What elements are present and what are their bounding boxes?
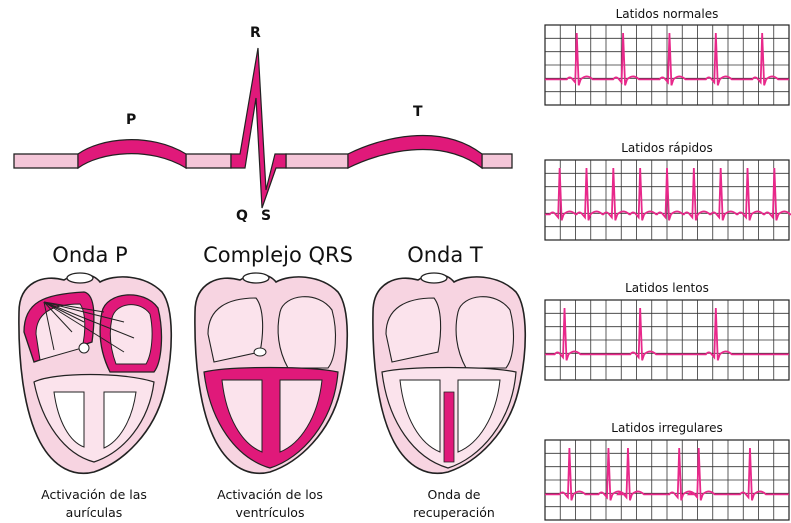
- ecg-strip: [545, 25, 789, 105]
- caption-line: Activación de las: [14, 486, 174, 504]
- caption-line: Onda de: [374, 486, 534, 504]
- caption-line: Activación de los: [190, 486, 350, 504]
- t-wave-label: T: [413, 104, 423, 120]
- r-wave-label: R: [250, 25, 261, 41]
- s-wave-label: S: [261, 208, 271, 224]
- strip-title-slow: Latidos lentos: [545, 281, 789, 295]
- ecg-strip: [545, 160, 790, 240]
- caption-line: recuperación: [374, 504, 534, 522]
- strip-title-fast: Latidos rápidos: [545, 141, 789, 155]
- heart-title-qrs: Complejo QRS: [190, 243, 366, 267]
- strip-title-normal: Latidos normales: [545, 7, 789, 21]
- heart-recovery: [373, 273, 525, 473]
- heart-title-t: Onda T: [390, 243, 500, 267]
- caption-line: ventrículos: [190, 504, 350, 522]
- baseline-segment: [482, 154, 512, 168]
- p-wave-label: P: [126, 112, 136, 128]
- baseline-segment: [286, 154, 348, 168]
- strip-title-irregular: Latidos irregulares: [545, 421, 789, 435]
- heart-title-p: Onda P: [30, 243, 150, 267]
- caption-line: aurículas: [14, 504, 174, 522]
- heart-ventricle-activation: [195, 273, 347, 473]
- qrs-complex: [231, 48, 286, 208]
- p-wave: [78, 140, 186, 168]
- baseline-segment: [14, 154, 78, 168]
- heart-caption-p: Activación de las aurículas: [14, 486, 174, 522]
- heart-caption-qrs: Activación de los ventrículos: [190, 486, 350, 522]
- ecg-strip: [545, 300, 789, 380]
- q-wave-label: Q: [236, 208, 248, 224]
- heart-caption-t: Onda de recuperación: [374, 486, 534, 522]
- ecg-strip: [545, 440, 789, 520]
- t-wave: [348, 136, 482, 168]
- heart-atria-activation: [19, 273, 171, 473]
- baseline-segment: [186, 154, 231, 168]
- ecg-strips: [545, 25, 790, 520]
